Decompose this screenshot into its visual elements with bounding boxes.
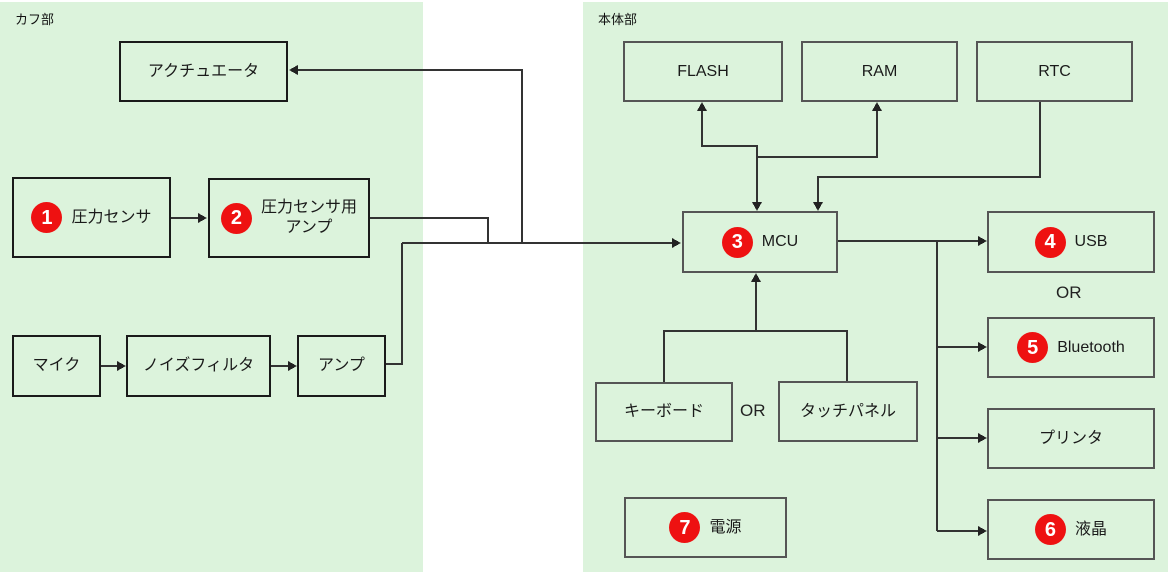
edge-mcu-flash xyxy=(701,111,758,202)
noise-filter-label: ノイズフィルタ xyxy=(142,357,255,375)
arrow-into-actuator xyxy=(289,65,298,75)
main-unit-section-label: 本体部 xyxy=(598,12,638,27)
mcu-label: MCU xyxy=(761,233,799,251)
arrow-into-mcu-top-left xyxy=(752,202,762,211)
mcu-block: 3 MCU xyxy=(682,211,838,273)
microphone-label: マイク xyxy=(32,357,81,375)
amplifier-label: アンプ xyxy=(318,357,365,375)
pressure-amp-label-line2: アンプ xyxy=(285,219,333,236)
arrow-into-mcu-bottom xyxy=(751,273,761,282)
arrow-into-usb xyxy=(978,236,987,246)
number-badge-3: 3 xyxy=(721,226,753,258)
keyboard-label: キーボード xyxy=(623,403,704,421)
arrow-into-ram xyxy=(872,102,882,111)
edge-rtc-to-mcu xyxy=(817,102,1041,202)
arrow-into-bluetooth xyxy=(978,342,987,352)
bluetooth-label: Bluetooth xyxy=(1057,338,1125,356)
touch-panel-label: タッチパネル xyxy=(799,402,896,420)
arrow-into-mcu-top-right xyxy=(813,202,823,211)
edge-branch-to-actuator xyxy=(298,69,523,243)
printer-label: プリンタ xyxy=(1038,429,1103,447)
lcd-label: 液晶 xyxy=(1074,520,1107,538)
keyboard-block: キーボード xyxy=(595,382,733,442)
number-badge-5: 5 xyxy=(1017,332,1049,363)
flash-memory-block: FLASH xyxy=(623,41,783,102)
microphone-block: マイク xyxy=(12,335,101,397)
touch-panel-block: タッチパネル xyxy=(778,381,918,442)
power-supply-label: 電源 xyxy=(709,518,742,536)
pressure-sensor-amp-block: 2 圧力センサ用 アンプ xyxy=(208,178,370,258)
edge-amp-to-mainline xyxy=(386,243,403,365)
number-badge-7: 7 xyxy=(669,512,701,543)
pressure-sensor-label: 圧力センサ xyxy=(71,208,152,226)
edge-amp2-to-mainline xyxy=(370,217,489,243)
rtc-block: RTC xyxy=(976,41,1133,102)
number-badge-6: 6 xyxy=(1034,514,1066,545)
cuff-section-label: カフ部 xyxy=(15,12,55,27)
usb-label: USB xyxy=(1074,233,1108,251)
arrow-into-pressure-amp xyxy=(198,213,207,223)
number-badge-4: 4 xyxy=(1034,226,1066,258)
power-supply-block: 7 電源 xyxy=(624,497,787,558)
ram-label: RAM xyxy=(861,62,898,80)
ram-block: RAM xyxy=(801,41,958,102)
arrow-into-mcu-left xyxy=(672,238,681,248)
lcd-block: 6 液晶 xyxy=(987,499,1155,560)
bluetooth-block: 5 Bluetooth xyxy=(987,317,1155,378)
arrow-into-lcd xyxy=(978,526,987,536)
or-label-usb-bluetooth: OR xyxy=(1056,283,1082,302)
actuator-label: アクチュエータ xyxy=(147,62,260,80)
number-badge-2: 2 xyxy=(220,202,252,234)
noise-filter-block: ノイズフィルタ xyxy=(126,335,271,397)
number-badge-1: 1 xyxy=(31,202,63,233)
or-label-keyboard-touchpanel: OR xyxy=(740,401,766,420)
pressure-amp-label-line1: 圧力センサ用 xyxy=(260,199,357,216)
amplifier-block: アンプ xyxy=(297,335,386,397)
arrow-into-printer xyxy=(978,433,987,443)
arrow-into-noise-filter xyxy=(117,361,126,371)
usb-block: 4 USB xyxy=(987,211,1155,273)
arrow-into-amp xyxy=(288,361,297,371)
pressure-sensor-block: 1 圧力センサ xyxy=(12,177,171,258)
flash-label: FLASH xyxy=(677,62,729,80)
rtc-label: RTC xyxy=(1038,62,1071,80)
actuator-block: アクチュエータ xyxy=(119,41,288,102)
arrow-into-flash xyxy=(697,102,707,111)
edge-mcu-ram xyxy=(757,111,878,158)
edge-input-tree xyxy=(663,330,848,382)
printer-block: プリンタ xyxy=(987,408,1155,469)
